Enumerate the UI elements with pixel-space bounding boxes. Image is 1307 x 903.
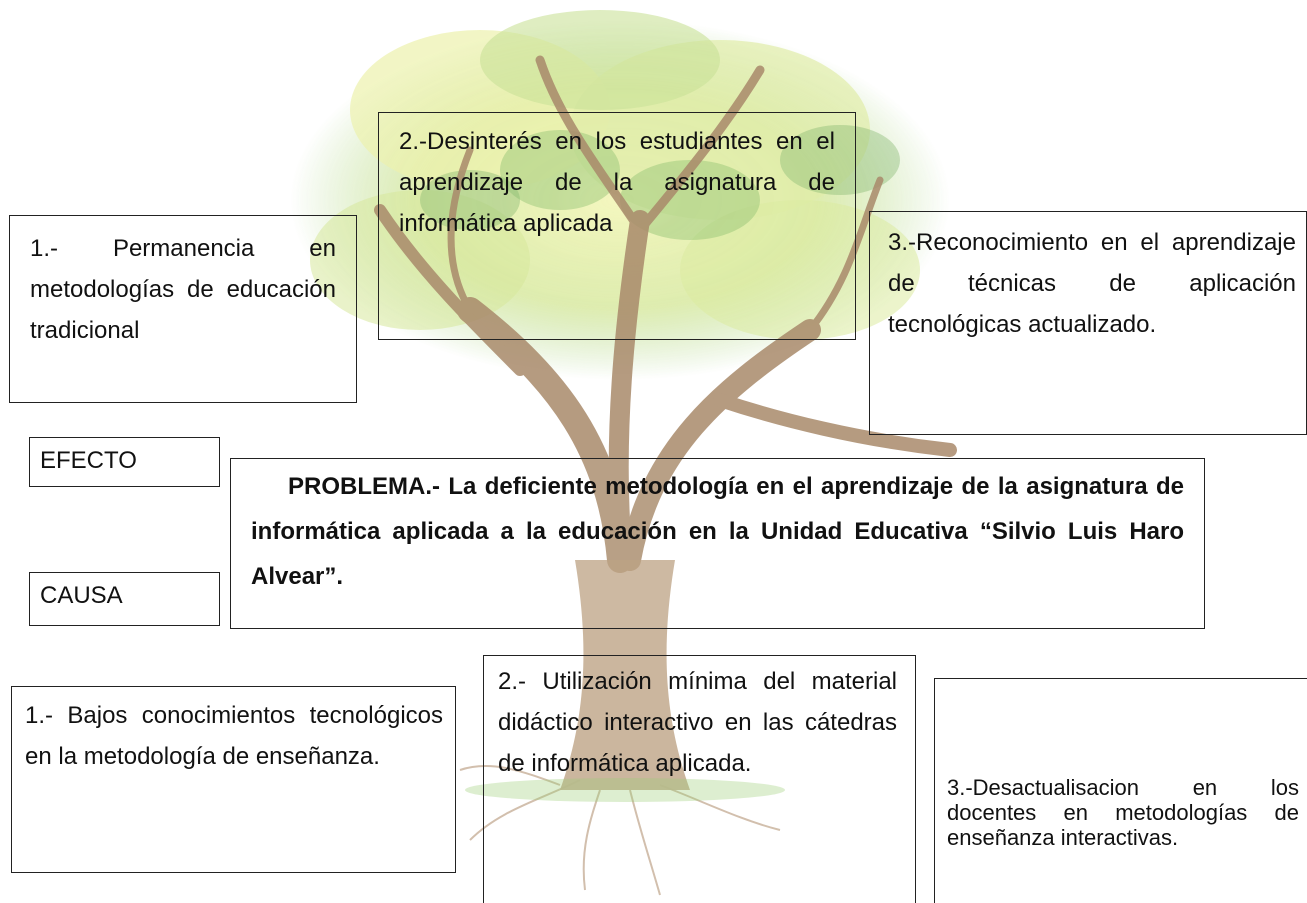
tree-roots: [459, 764, 781, 896]
cause-label-text: CAUSA: [40, 582, 123, 609]
tree-branches: [374, 55, 957, 573]
tree-trunk: [560, 560, 690, 790]
cause-text-3: 3.-Desactualisacion en los docentes en m…: [947, 775, 1299, 850]
cause-text-2: 2.- Utilización mínima del material didá…: [498, 668, 897, 777]
effect-box-2: 2.-Desinterés en los estudiantes en el a…: [378, 112, 856, 340]
effect-box-1: 1.- Permanencia en metodologías de educa…: [9, 215, 357, 403]
problem-text: PROBLEMA.- La deficiente metodología en …: [251, 473, 1184, 590]
effect-label: EFECTO: [29, 437, 220, 487]
cause-text-1: 1.- Bajos conocimientos tecnológicos en …: [25, 702, 443, 770]
effect-text-1: 1.- Permanencia en metodologías de educa…: [30, 235, 336, 344]
effect-label-text: EFECTO: [40, 447, 137, 474]
cause-box-1: 1.- Bajos conocimientos tecnológicos en …: [11, 686, 456, 873]
effect-text-2: 2.-Desinterés en los estudiantes en el a…: [399, 128, 835, 237]
effect-box-3: 3.-Reconocimiento en el aprendizaje de t…: [869, 211, 1307, 435]
effect-text-3: 3.-Reconocimiento en el aprendizaje de t…: [888, 229, 1296, 338]
ground: [465, 778, 785, 802]
problem-box: PROBLEMA.- La deficiente metodología en …: [230, 458, 1205, 629]
cause-box-2: 2.- Utilización mínima del material didá…: [483, 655, 916, 903]
cause-box-3: 3.-Desactualisacion en los docentes en m…: [934, 678, 1307, 903]
cause-label: CAUSA: [29, 572, 220, 626]
